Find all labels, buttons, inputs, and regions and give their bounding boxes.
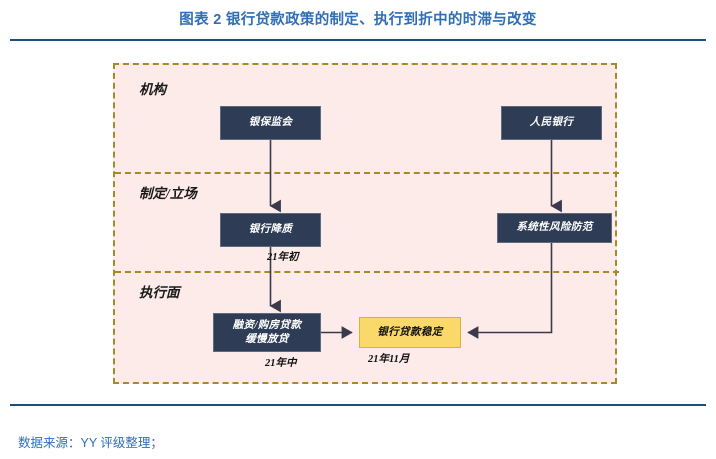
node-cbirc[interactable]: 银保监会 bbox=[220, 106, 321, 140]
page-title: 图表 2 银行贷款政策的制定、执行到折中的时滞与改变 bbox=[179, 12, 537, 28]
node-financing-mortgage-text: 融资/购房贷款 缓慢放贷 bbox=[233, 319, 302, 345]
header-divider-top bbox=[10, 39, 706, 41]
source-note: 数据来源：YY 评级整理； bbox=[18, 436, 163, 450]
node-pboc-label: 人民银行 bbox=[529, 117, 574, 129]
node-financing-mortgage-line1: 融资/购房贷款 bbox=[232, 320, 302, 332]
node-bank-quality[interactable]: 银行降质 bbox=[220, 213, 321, 247]
node-bank-quality-label: 银行降质 bbox=[248, 224, 293, 236]
time-label-nov-2021: 21年11月 bbox=[368, 354, 410, 365]
node-cbirc-label: 银保监会 bbox=[248, 117, 293, 129]
section-label-policy: 制定/立场 bbox=[139, 186, 197, 201]
section-divider-policy-execution bbox=[115, 271, 619, 273]
node-systemic-risk[interactable]: 系统性风险防范 bbox=[497, 213, 612, 243]
node-loan-stable-label: 银行贷款稳定 bbox=[377, 326, 443, 338]
section-label-execution: 执行面 bbox=[139, 285, 180, 300]
time-label-early-2021: 21年初 bbox=[267, 252, 299, 263]
node-pboc[interactable]: 人民银行 bbox=[501, 106, 602, 140]
time-label-mid-2021: 21年中 bbox=[265, 358, 297, 369]
node-financing-mortgage-line2: 缓慢放贷 bbox=[245, 333, 289, 345]
edge-sysrisk-to-stable bbox=[467, 243, 553, 339]
section-label-institution: 机构 bbox=[139, 82, 166, 97]
node-systemic-risk-label: 系统性风险防范 bbox=[516, 222, 593, 234]
footer-divider bbox=[10, 404, 706, 406]
section-divider-institution-policy bbox=[115, 172, 619, 174]
diagram-panel: 机构 制定/立场 执行面 银保监会 人民银行 bbox=[113, 63, 619, 384]
node-loan-stable[interactable]: 银行贷款稳定 bbox=[359, 317, 461, 348]
node-financing-mortgage[interactable]: 融资/购房贷款 缓慢放贷 bbox=[213, 313, 321, 352]
